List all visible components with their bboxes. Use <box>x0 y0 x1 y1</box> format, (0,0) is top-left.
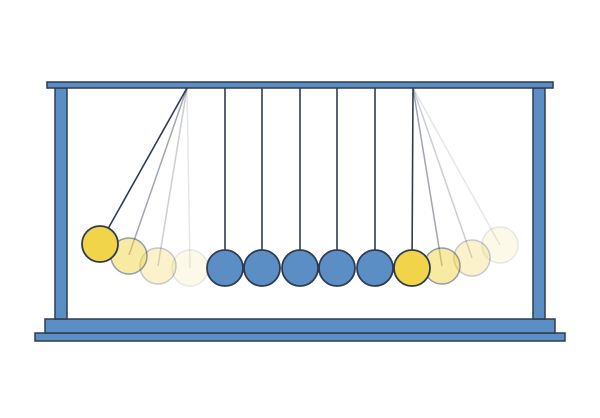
right-swing-ball <box>393 249 431 287</box>
right-ghost-string-1 <box>412 87 443 267</box>
left-ghost-string-1 <box>128 87 188 256</box>
top-bar <box>46 81 554 89</box>
rest-ball-4 <box>318 249 356 287</box>
left-swing-ball <box>81 225 119 263</box>
rest-ball-2 <box>243 249 281 287</box>
rest-ball-5 <box>356 249 394 287</box>
right-post <box>532 87 546 320</box>
right-ghost-string-3 <box>412 87 501 246</box>
left-ghost-ball-3 <box>171 249 209 287</box>
left-swing-string <box>99 87 188 244</box>
left-ghost-string-3 <box>186 87 191 269</box>
rest-ball-3 <box>281 249 319 287</box>
base-plate-top <box>44 318 556 334</box>
right-ghost-ball-3 <box>481 226 519 264</box>
left-ghost-string-2 <box>157 87 188 267</box>
left-post <box>54 87 68 320</box>
rest-ball-1 <box>206 249 244 287</box>
base-plate-bottom <box>34 332 566 342</box>
right-swing-string <box>411 87 414 269</box>
right-ghost-string-2 <box>412 87 473 259</box>
